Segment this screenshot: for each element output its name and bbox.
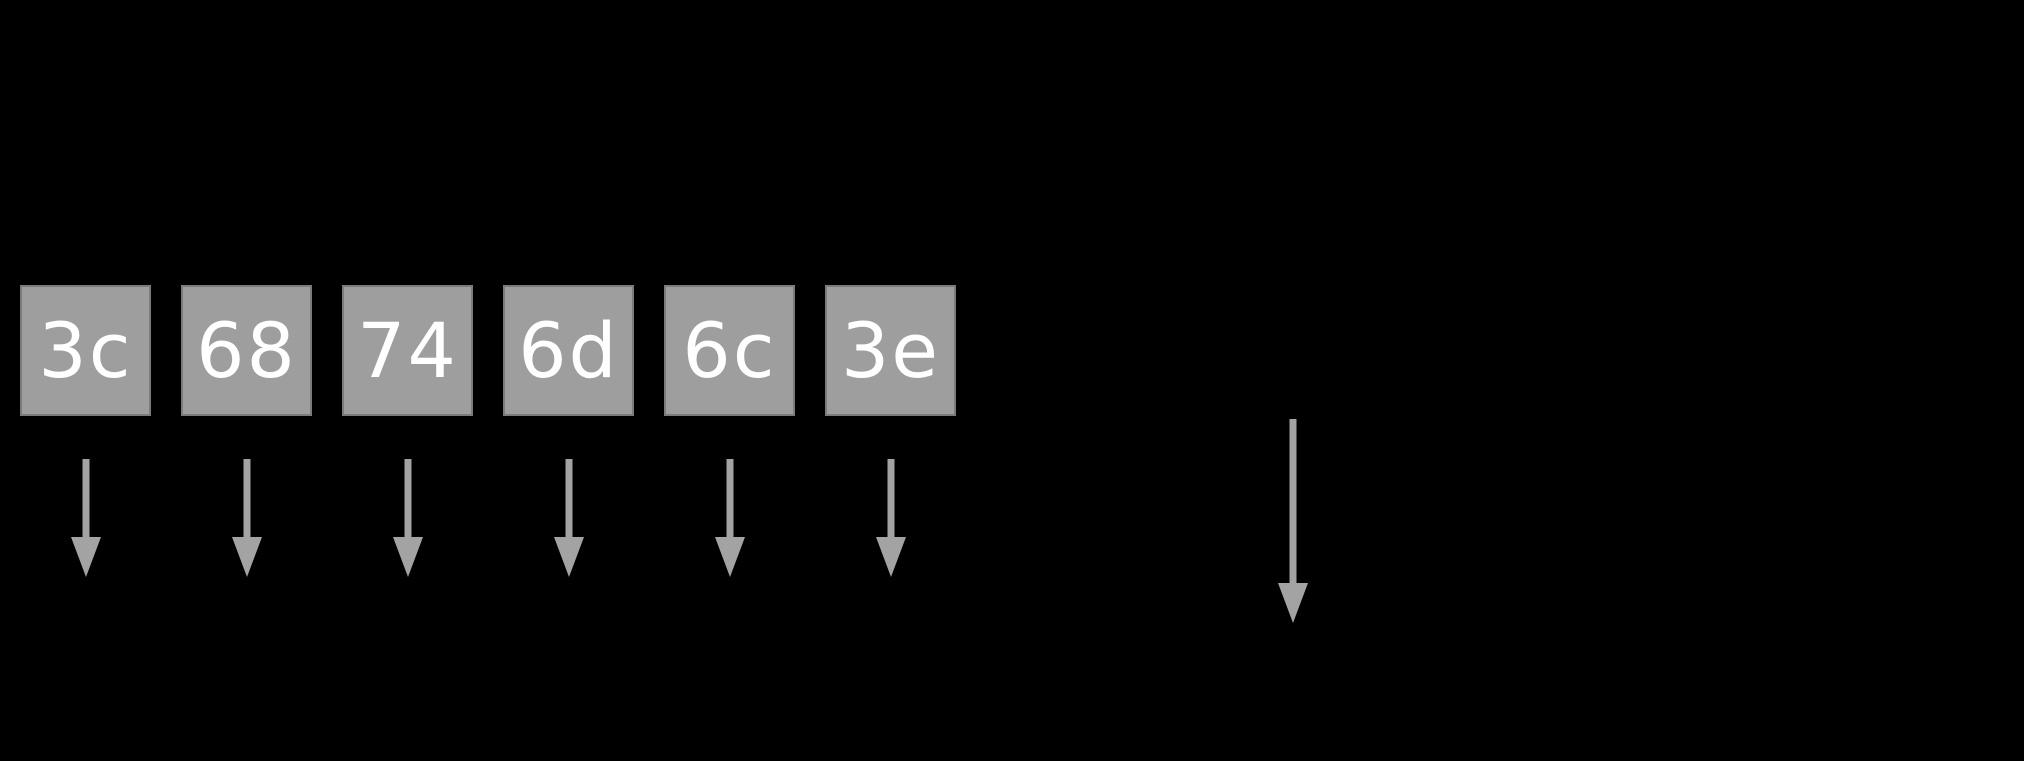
arrow-row (20, 459, 956, 577)
long-down-arrow-icon (1278, 419, 1308, 623)
byte-box-row: 3c 68 74 6d 6c 3e (20, 285, 956, 416)
byte-box-68: 68 (181, 285, 312, 416)
byte-label: 6d (518, 305, 619, 395)
byte-box-6d: 6d (503, 285, 634, 416)
byte-box-6c: 6c (664, 285, 795, 416)
byte-label: 3e (840, 305, 941, 395)
down-arrow-icon (70, 459, 101, 577)
byte-label: 68 (196, 305, 297, 395)
down-arrow-icon (714, 459, 745, 577)
down-arrow-icon (553, 459, 584, 577)
byte-label: 74 (357, 305, 458, 395)
byte-box-74: 74 (342, 285, 473, 416)
byte-box-3e: 3e (825, 285, 956, 416)
byte-box-3c: 3c (20, 285, 151, 416)
byte-label: 6c (682, 305, 777, 395)
down-arrow-icon (392, 459, 423, 577)
byte-label: 3c (38, 305, 133, 395)
down-arrow-icon (875, 459, 906, 577)
down-arrow-icon (231, 459, 262, 577)
